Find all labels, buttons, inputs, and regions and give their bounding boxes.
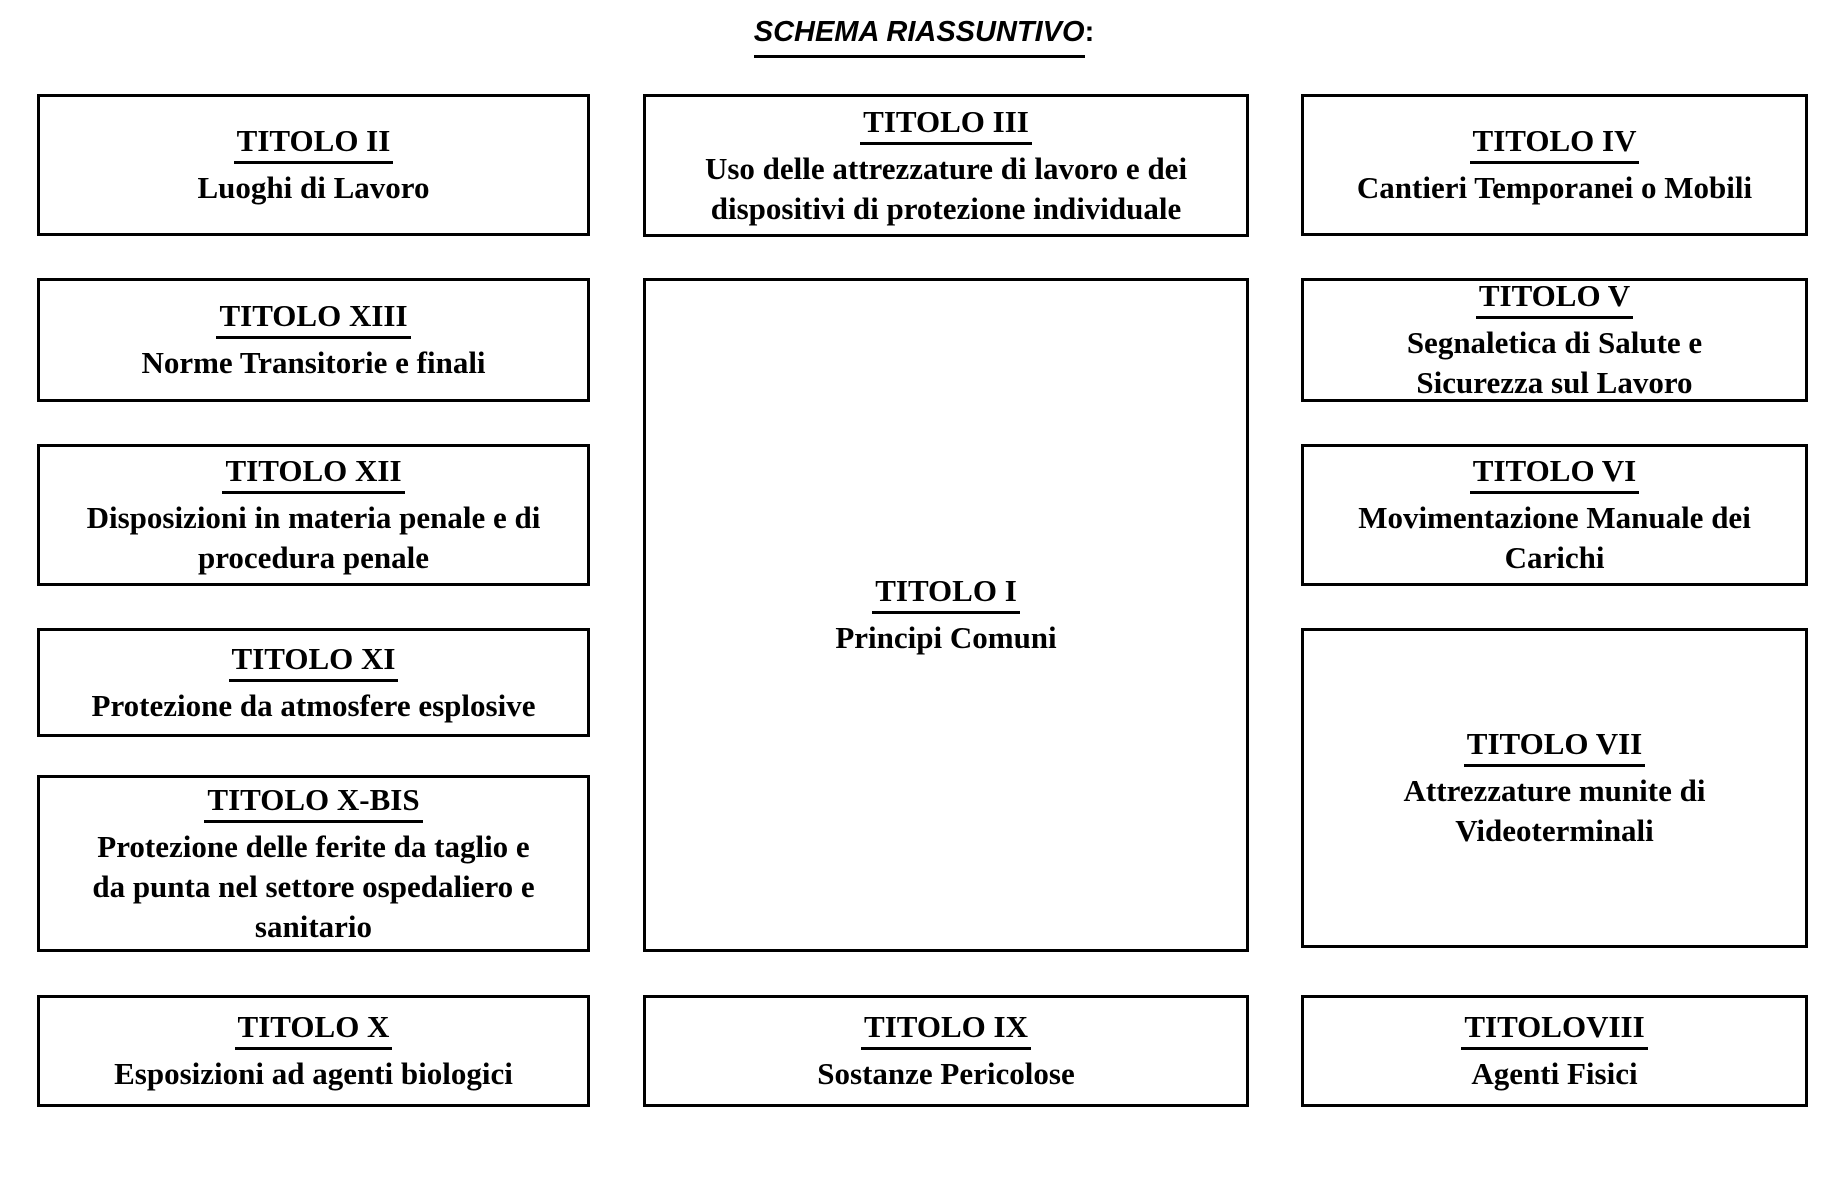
box-titolo-iii-title: TITOLO III: [860, 103, 1032, 145]
box-titolo-vii-title: TITOLO VII: [1463, 725, 1646, 767]
box-titolo-vi: TITOLO VI Movimentazione Manuale dei Car…: [1301, 444, 1808, 586]
box-titolo-vii: TITOLO VII Attrezzature munite di Videot…: [1301, 628, 1808, 948]
box-titolo-ix-title: TITOLO IX: [861, 1008, 1031, 1050]
box-titolo-xiii: TITOLO XIII Norme Transitorie e finali: [37, 278, 590, 402]
box-titolo-xi-subtitle: Protezione da atmosfere esplosive: [91, 687, 536, 723]
box-titolo-vi-title: TITOLO VI: [1469, 452, 1640, 494]
box-titolo-viii: TITOLOVIII Agenti Fisici: [1301, 995, 1808, 1107]
box-titolo-v: TITOLO V Segnaletica di Salute e Sicurez…: [1301, 278, 1808, 402]
box-titolo-iii-subtitle: Uso delle attrezzature di lavoro e dei d…: [704, 150, 1188, 226]
box-titolo-iv-subtitle: Cantieri Temporanei o Mobili: [1356, 170, 1753, 205]
box-titolo-xiii-subtitle: Norme Transitorie e finali: [141, 345, 486, 380]
page-title-colon: :: [1084, 16, 1095, 48]
box-titolo-iii: TITOLO III Uso delle attrezzature di lav…: [643, 94, 1249, 237]
box-titolo-viii-subtitle: Agenti Fisici: [1471, 1056, 1638, 1091]
box-titolo-xii-subtitle: Disposizioni in materia penale e di proc…: [86, 500, 541, 575]
box-titolo-vi-subtitle: Movimentazione Manuale dei Carichi: [1358, 500, 1751, 575]
box-titolo-iv: TITOLO IV Cantieri Temporanei o Mobili: [1301, 94, 1808, 236]
box-titolo-xii: TITOLO XII Disposizioni in materia penal…: [37, 444, 590, 586]
box-titolo-x-title: TITOLO X: [234, 1008, 393, 1050]
box-titolo-ii: TITOLO II Luoghi di Lavoro: [37, 94, 590, 236]
box-titolo-ii-subtitle: Luoghi di Lavoro: [197, 170, 430, 205]
box-titolo-ix-subtitle: Sostanze Pericolose: [817, 1056, 1075, 1091]
box-titolo-x-bis-subtitle: Protezione delle ferite da taglio e da p…: [92, 828, 535, 944]
box-titolo-v-subtitle: Segnaletica di Salute e Sicurezza sul La…: [1406, 325, 1703, 400]
box-titolo-xi-title: TITOLO XI: [228, 640, 399, 682]
box-titolo-x-subtitle: Esposizioni ad agenti biologici: [114, 1056, 513, 1091]
box-titolo-vii-subtitle: Attrezzature munite di Videoterminali: [1403, 773, 1706, 848]
box-titolo-ix: TITOLO IX Sostanze Pericolose: [643, 995, 1249, 1107]
box-titolo-v-title: TITOLO V: [1475, 277, 1634, 319]
box-titolo-x-bis: TITOLO X-BIS Protezione delle ferite da …: [37, 775, 590, 952]
box-titolo-iv-title: TITOLO IV: [1469, 122, 1640, 164]
box-titolo-i-title: TITOLO I: [872, 572, 1020, 614]
box-titolo-xii-title: TITOLO XII: [222, 452, 405, 494]
box-titolo-i-subtitle: Principi Comuni: [835, 620, 1057, 655]
box-titolo-x-bis-title: TITOLO X-BIS: [204, 781, 423, 823]
page-title-text: SCHEMA RIASSUNTIVO: [753, 12, 1085, 58]
box-titolo-viii-title: TITOLOVIII: [1461, 1008, 1648, 1050]
box-titolo-i: TITOLO I Principi Comuni: [643, 278, 1249, 952]
box-titolo-x: TITOLO X Esposizioni ad agenti biologici: [37, 995, 590, 1107]
box-titolo-ii-title: TITOLO II: [233, 122, 394, 164]
box-titolo-xi: TITOLO XI Protezione da atmosfere esplos…: [37, 628, 590, 737]
box-titolo-xiii-title: TITOLO XIII: [216, 297, 411, 339]
page-title: SCHEMA RIASSUNTIVO:: [0, 12, 1848, 58]
